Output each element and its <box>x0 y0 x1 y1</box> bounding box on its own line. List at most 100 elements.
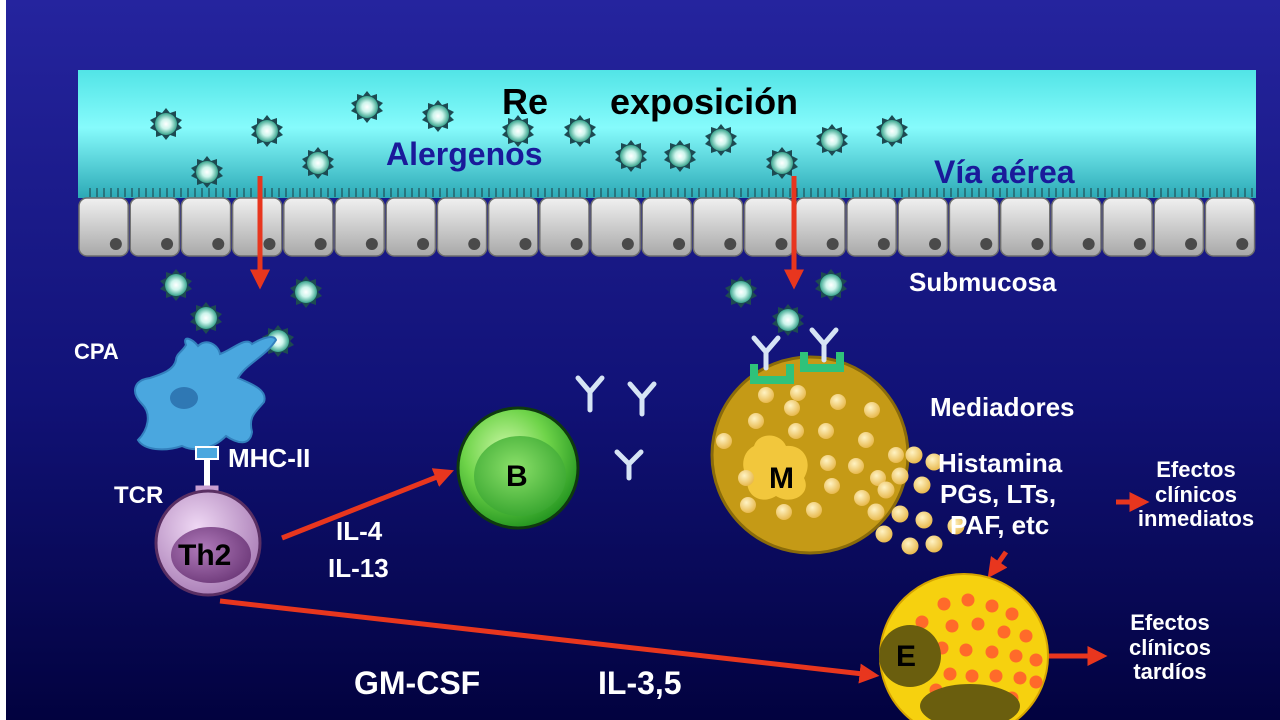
ige-receptors <box>750 327 844 384</box>
diagram-slide: Re exposición Alergenos Vía aérea Submuc… <box>6 0 1280 720</box>
epithelial-cell-nucleus <box>519 238 532 250</box>
mast-cell-granule <box>784 400 800 416</box>
mast-cell-granule <box>824 478 840 494</box>
label-tcr: TCR <box>114 482 164 509</box>
mast-cell-nucleus <box>743 435 808 500</box>
epithelial-cell-nucleus <box>826 238 839 250</box>
late-effects-line-2: clínicos <box>1129 634 1211 660</box>
mhc-receptor <box>195 446 219 460</box>
epithelial-cell-nucleus <box>775 238 788 250</box>
label-b-cell: B <box>506 460 528 493</box>
eosinophil-granule <box>1013 671 1027 685</box>
label-allergens: Alergenos <box>386 136 543 172</box>
released-granule <box>875 525 893 543</box>
epithelial-cell-nucleus <box>1031 238 1044 250</box>
immediate-effects-line-1: Efectos <box>1156 457 1236 482</box>
label-gm-csf: GM-CSF <box>354 665 481 701</box>
epithelial-cell-nucleus <box>468 238 481 250</box>
eosinophil-granule <box>1029 675 1043 689</box>
released-mediator-granules <box>867 446 965 555</box>
released-granule <box>915 511 933 529</box>
eosinophil-granule <box>1029 653 1043 667</box>
epithelial-cell-nucleus <box>621 238 634 250</box>
epithelial-cell-nucleus <box>161 238 174 250</box>
epithelial-cell-nucleus <box>724 238 737 250</box>
immediate-effects-line-2: clínicos <box>1155 481 1237 507</box>
late-effects-line-1: Efectos <box>1130 610 1210 635</box>
epithelial-cell-nucleus <box>980 238 993 250</box>
epithelial-cell-nucleus <box>417 238 430 250</box>
epithelial-cell-nucleus <box>263 238 276 250</box>
mast-cell-granule <box>788 423 804 439</box>
title-exposicion: exposición <box>610 81 799 122</box>
released-granule <box>925 453 943 471</box>
eosinophil-granule <box>965 669 979 683</box>
released-granule <box>891 505 909 523</box>
title-re: Re <box>502 81 549 122</box>
mast-cell-granule <box>818 423 834 439</box>
eosinophil-granule <box>945 619 959 633</box>
label-submucosa: Submucosa <box>909 267 1057 297</box>
epithelial-cell-nucleus <box>877 238 890 250</box>
eosinophil-granule <box>915 615 929 629</box>
th2-nucleus <box>171 527 251 583</box>
epithelial-cell-nucleus <box>1236 238 1249 250</box>
immediate-effects: Efectos clínicos inmediatos <box>1112 457 1280 532</box>
released-granule <box>925 535 943 553</box>
mast-cell <box>710 355 910 555</box>
eosinophil-granule <box>971 617 985 631</box>
mast-cell-granule <box>776 504 792 520</box>
epithelial-cell-nucleus <box>570 238 583 250</box>
released-granule <box>905 446 923 464</box>
eosinophil-granule <box>1005 607 1019 621</box>
arrow-to-eosinophil <box>987 550 1009 579</box>
label-eosinophil: E <box>896 640 917 673</box>
mast-cell-granule <box>888 447 904 463</box>
immediate-effects-line-3: inmediatos <box>1137 506 1255 532</box>
mast-cell-granule <box>790 385 806 401</box>
label-mhc: MHC-II <box>228 443 311 473</box>
eosinophil-granule <box>985 599 999 613</box>
b-cell-nucleus <box>474 436 566 516</box>
epithelial-cell-nucleus <box>929 238 942 250</box>
epithelial-cell-nucleus <box>314 238 327 250</box>
label-il35: IL-3,5 <box>598 665 682 701</box>
eosinophil-granule <box>989 669 1003 683</box>
epithelial-cell-nucleus <box>1133 238 1146 250</box>
label-mast-cell: M <box>769 462 794 495</box>
label-airway: Vía aérea <box>934 154 1075 190</box>
eosinophil-granule <box>943 667 957 681</box>
mast-cell-granule <box>748 413 764 429</box>
epithelial-layer <box>78 197 1256 257</box>
mast-cell-granule <box>820 455 836 471</box>
cilia <box>89 188 1253 197</box>
mast-cell-granule <box>806 502 822 518</box>
released-granule <box>947 517 965 535</box>
antibodies-free <box>575 375 657 481</box>
label-paf: PAF, etc <box>950 510 1050 540</box>
mast-cell-granule <box>716 433 732 449</box>
mast-cell-granule <box>858 432 874 448</box>
epithelial-cell-nucleus <box>1082 238 1095 250</box>
mast-cell-granules <box>716 385 904 520</box>
mast-cell-granule <box>870 470 886 486</box>
mast-cell-granule <box>854 490 870 506</box>
label-il13: IL-13 <box>328 553 389 583</box>
eosinophil-granule <box>1009 649 1023 663</box>
label-th2: Th2 <box>178 539 232 572</box>
released-granule <box>877 481 895 499</box>
released-granule <box>913 476 931 494</box>
eosinophil-granule <box>1019 629 1033 643</box>
epithelial-cell-nucleus <box>109 238 122 250</box>
eosinophil-nucleus-upper <box>879 625 941 687</box>
arrow-th2-to-eosinophil <box>219 598 880 684</box>
late-effects: Efectos clínicos tardíos <box>1100 610 1240 685</box>
epithelial-cell-nucleus <box>1185 238 1198 250</box>
arrow-th2-to-b <box>281 468 454 541</box>
released-granule <box>891 467 909 485</box>
eosinophil-nucleus-lower <box>920 684 1020 720</box>
epithelial-cell-nucleus <box>212 238 225 250</box>
label-apc: CPA <box>74 339 119 364</box>
apc-cell <box>134 336 278 451</box>
diagram-canvas <box>6 0 1280 720</box>
